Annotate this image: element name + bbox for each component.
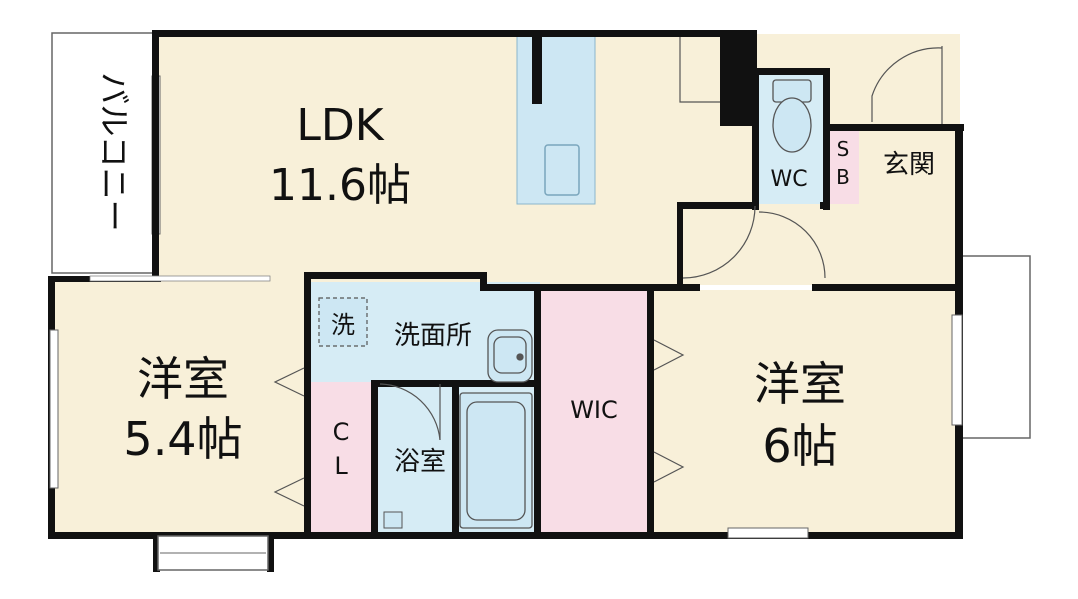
western-left-floor <box>55 280 308 532</box>
washer-label: 洗 <box>331 311 355 339</box>
western-right-floor <box>652 290 955 532</box>
western-left-size: 5.4帖 <box>123 412 242 466</box>
hall-floor <box>677 205 960 285</box>
balcony-label: バルコニー <box>95 72 133 231</box>
door-swings <box>273 37 943 507</box>
wc-label: WC <box>770 167 807 192</box>
window-left <box>49 329 59 489</box>
sb-floor <box>827 128 859 204</box>
window-ldk-bottom <box>89 275 271 282</box>
sb-label-top: S <box>837 137 850 161</box>
window-bottom-right <box>727 527 809 539</box>
wic-floor <box>540 290 652 532</box>
western-right-name: 洋室 <box>754 357 846 411</box>
kitchen-wall-bar <box>532 36 542 104</box>
ldk-size: 11.6帖 <box>269 160 411 211</box>
closet-label-top: C <box>333 418 350 446</box>
bathtub-icon <box>459 392 533 529</box>
window-right <box>951 314 963 426</box>
washbasin-icon <box>487 329 533 383</box>
entrance-label: 玄関 <box>883 150 935 180</box>
closet-floor <box>310 365 373 532</box>
western-right-size: 6帖 <box>762 419 837 473</box>
closet-label-bottom: L <box>334 452 348 480</box>
washroom-label: 洗面所 <box>394 321 472 351</box>
entrance-floor <box>859 128 954 204</box>
sink-icon <box>544 144 580 196</box>
western-left-name: 洋室 <box>137 352 229 406</box>
washer-spot <box>318 297 368 347</box>
sb-label-bottom: B <box>836 165 850 189</box>
right-bay-outline <box>959 255 1031 439</box>
ldk-name: LDK <box>296 100 384 151</box>
bath-drain <box>383 511 403 529</box>
wic-label: WIC <box>570 396 618 424</box>
bath-label: 浴室 <box>394 447 446 477</box>
toilet-icon <box>772 79 812 153</box>
